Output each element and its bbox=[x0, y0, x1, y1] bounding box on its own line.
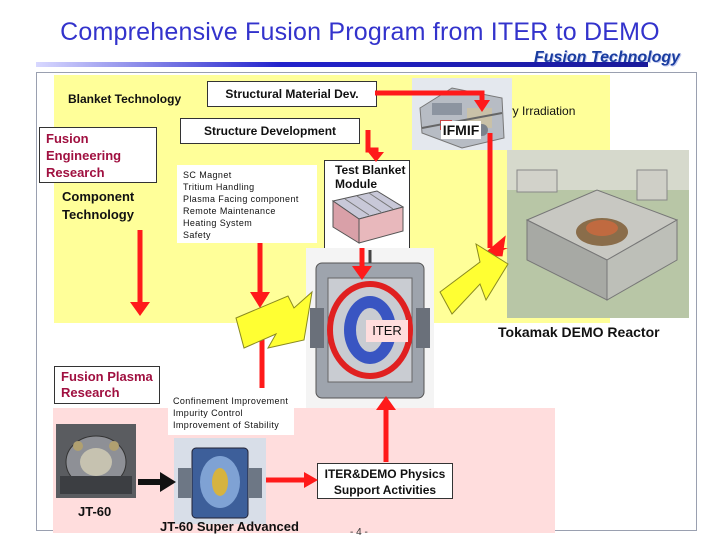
ifmif-image bbox=[412, 78, 512, 150]
physics-list-box: Confinement Improvement Impurity Control… bbox=[168, 391, 294, 435]
fusion-plasma-line2: Research bbox=[61, 385, 120, 400]
test-blanket-line2: Module bbox=[335, 177, 377, 191]
heavy-irradiation-label: avy Irradiation bbox=[500, 104, 576, 118]
jt60-image bbox=[56, 424, 136, 498]
blanket-technology-label: Blanket Technology bbox=[68, 92, 182, 106]
title-bar-divider bbox=[36, 62, 648, 67]
slide-title: Comprehensive Fusion Program from ITER t… bbox=[60, 18, 660, 46]
demo-reactor-image bbox=[507, 150, 689, 318]
fusion-engineering-box: Fusion Engineering Research bbox=[39, 127, 157, 183]
fusion-plasma-box: Fusion Plasma Research bbox=[54, 366, 160, 404]
structural-material-label: Structural Material Dev. bbox=[225, 87, 359, 101]
ifmif-label: IFMIF bbox=[441, 121, 481, 139]
tech-item: SC Magnet bbox=[183, 170, 232, 180]
component-technology-label: Component Technology bbox=[62, 188, 134, 224]
physics-item: Improvement of Stability bbox=[173, 420, 280, 430]
support-line2: Support Activities bbox=[333, 483, 437, 497]
component-line1: Component bbox=[62, 189, 135, 204]
plasma-panel bbox=[53, 408, 555, 533]
page-number: - 4 - bbox=[350, 527, 368, 538]
support-box: ITER&DEMO Physics Support Activities bbox=[317, 463, 453, 499]
test-blanket-line1: Test Blanket bbox=[335, 163, 406, 177]
technology-list-box: SC Magnet Tritium Handling Plasma Facing… bbox=[177, 165, 317, 243]
blanket-module-image bbox=[331, 190, 405, 244]
tech-item: Remote Maintenance bbox=[183, 206, 276, 216]
fusion-technology-logo: Fusion Technology bbox=[534, 49, 681, 66]
test-blanket-label: Test Blanket Module bbox=[335, 163, 405, 191]
component-line2: Technology bbox=[62, 207, 134, 222]
support-line1: ITER&DEMO Physics bbox=[324, 467, 446, 481]
demo-reactor-label: Tokamak DEMO Reactor bbox=[498, 324, 660, 340]
tech-item: Heating System bbox=[183, 218, 253, 228]
iter-label: ITER bbox=[366, 320, 408, 342]
tech-item: Tritium Handling bbox=[183, 182, 255, 192]
test-blanket-box: Test Blanket Module bbox=[324, 160, 410, 250]
fusion-engineering-line3: Research bbox=[46, 165, 105, 180]
jt60-label: JT-60 bbox=[78, 504, 112, 519]
fusion-engineering-line2: Engineering bbox=[46, 148, 122, 163]
structure-development-label: Structure Development bbox=[203, 124, 337, 138]
tech-item: Safety bbox=[183, 230, 211, 240]
jt60sa-label: JT-60 Super Advanced bbox=[160, 519, 299, 534]
structural-material-box: Structural Material Dev. bbox=[207, 81, 377, 107]
jt60sa-image bbox=[174, 438, 266, 524]
fusion-plasma-line1: Fusion Plasma bbox=[61, 369, 153, 384]
physics-item: Impurity Control bbox=[173, 408, 243, 418]
physics-item: Confinement Improvement bbox=[173, 396, 289, 406]
tech-item: Plasma Facing component bbox=[183, 194, 299, 204]
structure-development-box: Structure Development bbox=[180, 118, 360, 144]
fusion-engineering-line1: Fusion bbox=[46, 131, 89, 146]
